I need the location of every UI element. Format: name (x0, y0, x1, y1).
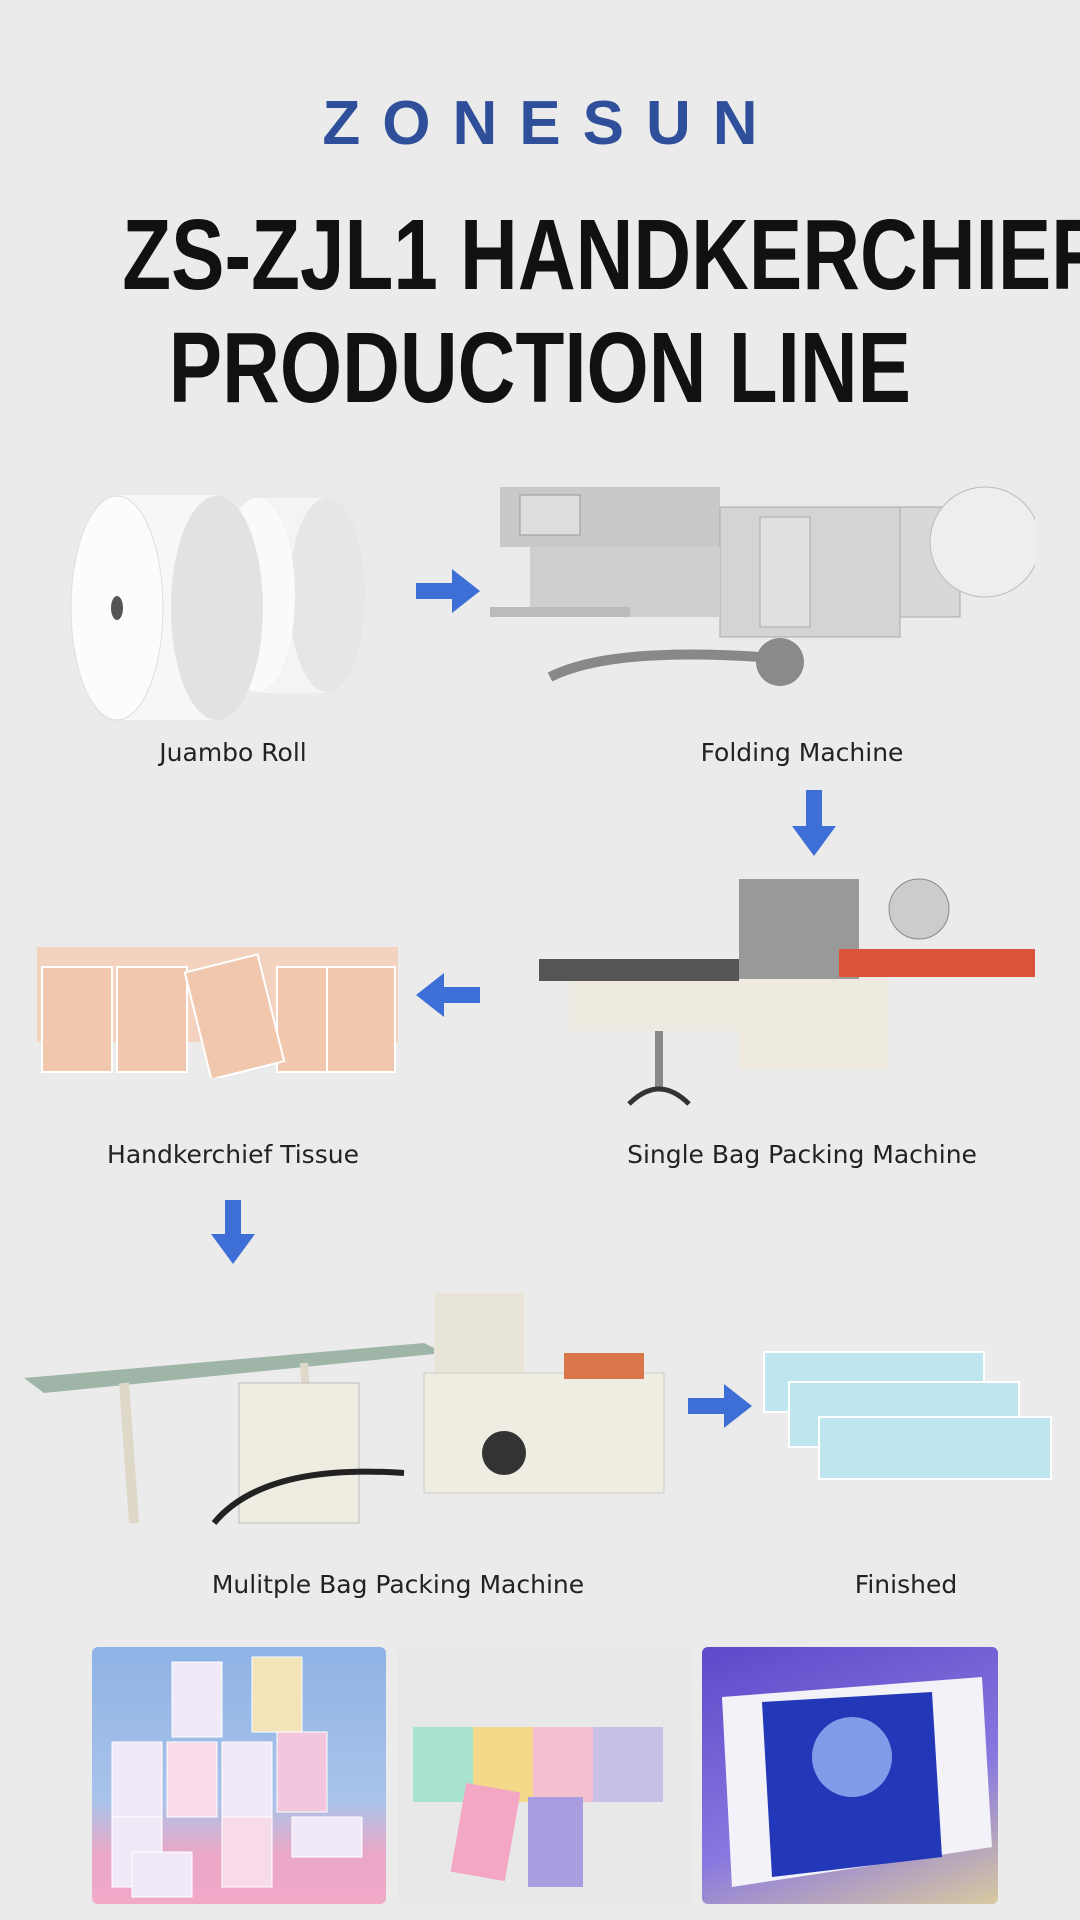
step-label-finished: Finished (854, 1570, 958, 1599)
arrow-down-icon (211, 1200, 255, 1264)
step-label-single-bag-packing-machine: Single Bag Packing Machine (627, 1140, 977, 1169)
brand-logo: ZONESUN (322, 89, 780, 158)
step-label-multiple-bag-packing-machine: Mulitple Bag Packing Machine (211, 1570, 585, 1599)
arrow-left-icon (416, 973, 480, 1017)
product-photo-strong-tissue-pack (702, 1647, 998, 1904)
single-bag-packing-machine-image (539, 839, 1035, 1120)
product-photo-cartoon-packs (92, 1647, 386, 1904)
multiple-bag-packing-machine-image (24, 1283, 673, 1540)
page-title-line1: ZS-ZJL1 HANDKERCHIEF (122, 199, 1080, 311)
arrow-right-icon (416, 569, 480, 613)
handkerchief-tissue-image (37, 937, 398, 1081)
finished-product-image (759, 1347, 1053, 1482)
product-photo-cat-packs (398, 1647, 692, 1904)
step-label-jumbo-roll: Juambo Roll (159, 738, 307, 767)
folding-machine-image (490, 447, 1041, 716)
step-label-handkerchief-tissue: Handkerchief Tissue (107, 1140, 359, 1169)
step-label-folding-machine: Folding Machine (700, 738, 904, 767)
arrow-right-icon (688, 1384, 752, 1428)
arrow-down-icon (792, 790, 836, 856)
page-title-line2: PRODUCTION LINE (168, 312, 912, 424)
jumbo-roll-image (37, 490, 373, 735)
